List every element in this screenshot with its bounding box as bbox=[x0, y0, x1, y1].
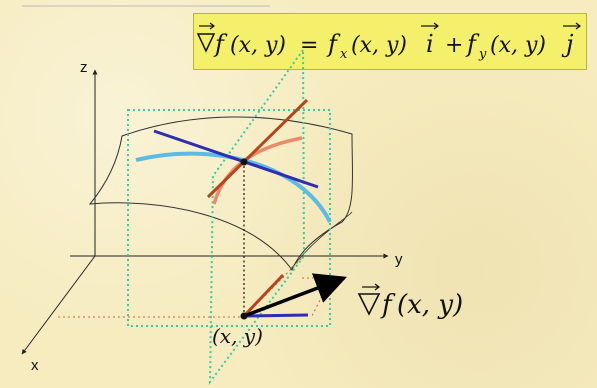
formula-i: i bbox=[426, 30, 434, 58]
curve-x-direction bbox=[135, 151, 332, 223]
x-axis-label: x bbox=[31, 357, 39, 374]
nabla-icon bbox=[357, 293, 381, 316]
formula-lhs-args: (x, y) bbox=[230, 33, 286, 58]
formula-equals: = bbox=[300, 33, 318, 58]
gradient-label-func: f bbox=[380, 290, 396, 320]
formula-fx: f bbox=[326, 30, 341, 58]
gradient-formula: f (x, y) = f x (x, y) i + f y (x, y) j bbox=[196, 22, 581, 62]
formula-lhs-func: f bbox=[213, 30, 228, 58]
surface-point bbox=[240, 158, 248, 166]
formula-fy-subscript: y bbox=[478, 47, 487, 62]
tangent-line-x bbox=[153, 129, 319, 189]
gradient-component-y bbox=[243, 313, 309, 318]
gradient-label: f (x, y) bbox=[357, 283, 463, 320]
z-axis-label: z bbox=[80, 59, 88, 76]
formula-box bbox=[193, 13, 587, 70]
gradient-component-x bbox=[242, 273, 285, 318]
formula-fx-subscript: x bbox=[340, 47, 348, 62]
nabla-icon bbox=[196, 33, 216, 53]
gradient-vector bbox=[243, 273, 347, 318]
surface-patch bbox=[88, 116, 354, 272]
formula-fy-args: (x, y) bbox=[490, 33, 546, 58]
gradient-label-args: (x, y) bbox=[397, 290, 463, 320]
formula-j: j bbox=[561, 30, 574, 58]
formula-fx-args: (x, y) bbox=[351, 33, 407, 58]
formula-fy: f bbox=[465, 30, 480, 58]
tangent-line-y bbox=[206, 98, 309, 199]
point-label: (x, y) bbox=[212, 324, 263, 348]
formula-plus: + bbox=[445, 33, 463, 58]
y-axis-label: y bbox=[395, 251, 403, 268]
x-axis bbox=[21, 255, 96, 355]
base-point bbox=[240, 312, 248, 320]
